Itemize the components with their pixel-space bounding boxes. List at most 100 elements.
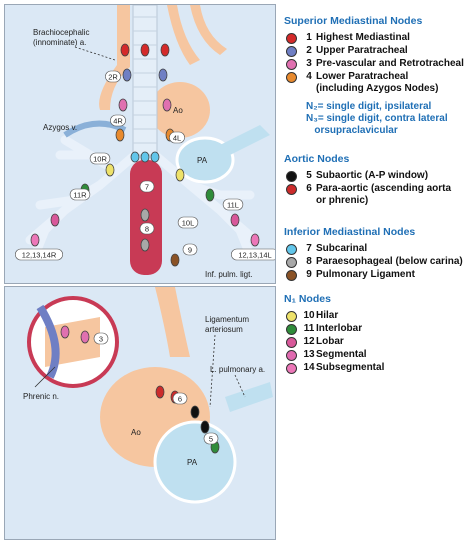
station-tag-bg (105, 70, 121, 83)
legend-section-title: Inferior Mediastinal Nodes (284, 226, 416, 238)
legend-item-label: Subaortic (A-P window) (316, 170, 429, 181)
station-tag-5: 5 (209, 435, 213, 444)
legend-item-number: 4 (306, 71, 312, 82)
legend-item-label: Para-aortic (ascending aorta or phrenic) (316, 183, 452, 206)
pulmonary-artery (175, 136, 235, 184)
pa-label: PA (187, 458, 198, 467)
ao-label: Ao (173, 106, 183, 115)
station-tag-bg (172, 392, 188, 405)
station-tag-10L: 10L (182, 219, 195, 228)
node-station-3 (80, 330, 90, 344)
legend-item-number: 13 (303, 349, 315, 360)
node-station-12 (230, 213, 240, 227)
brachiocephalic-label-line1: Brachiocephalic (33, 28, 89, 37)
legend-note: N₃= single digit, contra lateral (306, 113, 448, 124)
pa-label: PA (197, 156, 208, 165)
station-tag-11L: 11L (227, 201, 239, 210)
brachiocephalic-label-line2: (innominate) a. (33, 38, 86, 47)
ao-label: Ao (131, 428, 141, 437)
station-tag-4R: 4R (113, 117, 123, 126)
left-pulmonary-artery (225, 382, 273, 412)
ligamentum-line1: Ligamentum (205, 315, 249, 324)
station-tag-11R: 11R (73, 191, 87, 200)
station-tags: 3 6 5 (93, 332, 219, 445)
legend-color-swatch (286, 33, 297, 44)
station-tag-4L: 4L (173, 134, 181, 143)
legend-item: 1 Highest Mediastinal (286, 32, 410, 44)
station-tag-10R: 10R (93, 155, 107, 164)
legend-item-number: 3 (306, 58, 312, 69)
legend-color-swatch (286, 363, 297, 374)
station-tag-bg (93, 332, 109, 345)
ligamentum-pointer (209, 334, 216, 408)
left-carotid-artery (167, 5, 200, 65)
station-tag-bg (110, 114, 126, 127)
station-tag-6: 6 (178, 395, 182, 404)
station-tag-8: 8 (145, 225, 149, 234)
legend-color-swatch (286, 257, 297, 268)
legend-item-label: Subcarinal (316, 243, 368, 254)
legend-color-swatch (286, 324, 297, 335)
inf-pulm-label: Inf. pulm. ligt. (205, 270, 253, 279)
lymph-nodes-bottom (60, 325, 220, 454)
legend-item-label: Interlobar (316, 323, 363, 334)
node-station-5 (200, 420, 210, 434)
station-tag-bg (139, 222, 155, 235)
legend-color-swatch (286, 72, 297, 83)
legend-item-label: Subsegmental (316, 362, 385, 373)
azygos-vein (63, 120, 127, 138)
legend-color-swatch (286, 184, 297, 195)
legend-item-label: Highest Mediastinal (316, 32, 410, 43)
node-station-1 (160, 43, 170, 57)
node-station-10 (175, 168, 185, 182)
station-tag-3: 3 (99, 335, 103, 344)
legend-color-swatch (286, 350, 297, 361)
legend-item-number: 7 (306, 243, 312, 254)
lpulm-pointer (234, 374, 246, 398)
left-pulmonary-artery (220, 125, 270, 155)
aortic-arch (150, 82, 210, 138)
azygos-label: Azygos v. (43, 123, 77, 132)
legend-section-title: Superior Mediastinal Nodes (284, 15, 423, 27)
legend-item-number: 1 (306, 32, 312, 43)
inset-trachea (36, 304, 60, 379)
node-station-8 (140, 208, 150, 222)
ligamentum-line2: arteriosum (205, 325, 243, 334)
legend-item-number: 2 (306, 45, 312, 56)
legend-item-label: Pulmonary Ligament (316, 269, 415, 280)
node-station-2 (158, 68, 168, 82)
station-tag-bg (203, 432, 219, 445)
legend-item-number: 10 (303, 310, 315, 321)
station-tag-bg (177, 216, 199, 229)
station-tag-bg (89, 152, 111, 165)
vessel-upper (155, 287, 190, 357)
brachiocephalic-pointer (74, 46, 116, 61)
legend-color-swatch (286, 244, 297, 255)
legend-color-swatch (286, 59, 297, 70)
station-tag-bg (69, 188, 91, 201)
legend-color-swatch (286, 171, 297, 182)
node-station-7 (130, 151, 140, 163)
station-tag-12-13-14R: 12,13,14R (22, 251, 57, 260)
node-station-3 (60, 325, 70, 339)
legend-section-title: N₁ Nodes (284, 293, 331, 305)
lpulm-label: L. pulmonary a. (210, 365, 265, 374)
node-station-3 (162, 98, 172, 112)
station-tag-bg (139, 180, 155, 193)
node-station-14 (250, 233, 260, 247)
legend-item-label: Pre-vascular and Retrotracheal (316, 58, 464, 69)
legend-item: 3 Pre-vascular and Retrotracheal (286, 58, 464, 70)
legend-section-title: Aortic Nodes (284, 153, 350, 165)
station-tag-bg (231, 248, 275, 261)
trachea (132, 5, 158, 156)
